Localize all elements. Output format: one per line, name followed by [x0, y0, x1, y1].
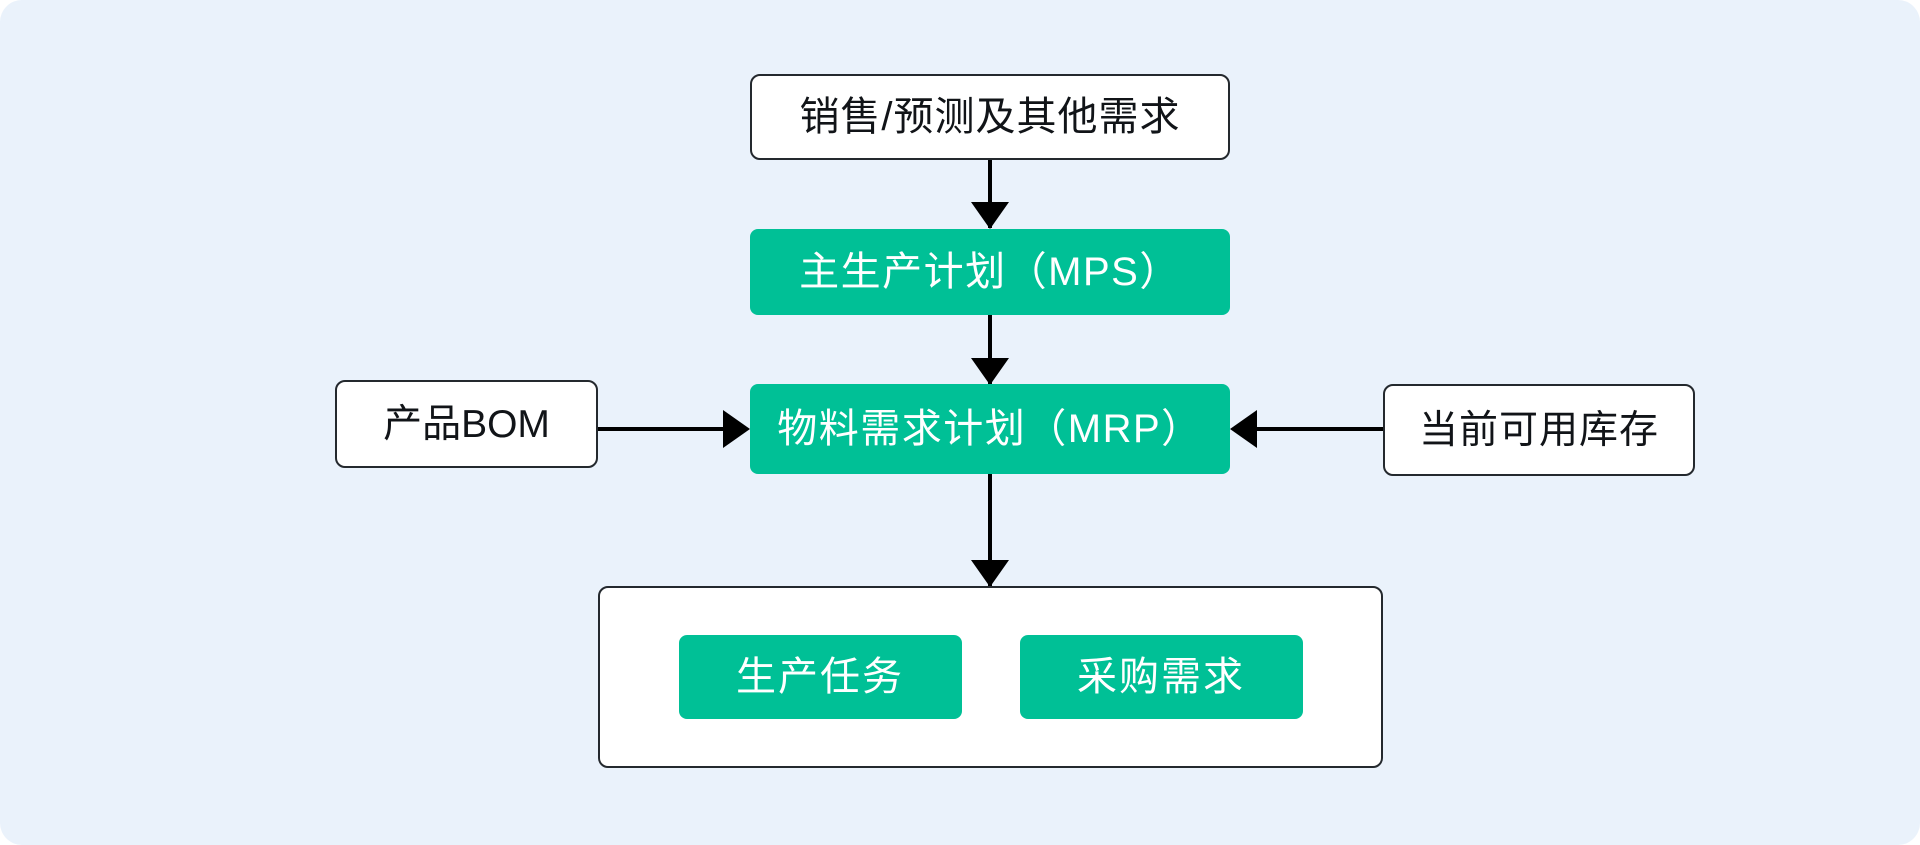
connector-bom-to-mrp-line	[598, 427, 726, 431]
node-material-requirements-planning[interactable]: 物料需求计划（MRP）	[750, 384, 1230, 474]
node-sales-forecast-demand-label: 销售/预测及其他需求	[799, 95, 1181, 139]
output-chip-production-task[interactable]: 生产任务	[678, 635, 962, 719]
node-master-production-schedule[interactable]: 主生产计划（MPS）	[750, 229, 1230, 315]
connector-demand-to-mps-line	[988, 160, 992, 228]
node-master-production-schedule-label: 主生产计划（MPS）	[799, 250, 1181, 294]
node-current-available-inventory-label: 当前可用库存	[1418, 408, 1659, 452]
node-current-available-inventory[interactable]: 当前可用库存	[1383, 384, 1695, 476]
connector-mrp-to-outputs-line	[988, 474, 992, 586]
output-chip-purchase-requirement[interactable]: 采购需求	[1019, 635, 1303, 719]
connector-mrp-to-outputs-arrowhead	[971, 560, 1009, 587]
connector-mps-to-mrp-line	[988, 315, 992, 385]
connector-bom-to-mrp-arrowhead	[723, 410, 750, 448]
connector-inventory-to-mrp-line	[1257, 427, 1383, 431]
connector-mps-to-mrp-arrowhead	[971, 358, 1009, 385]
output-group-container: 生产任务 采购需求	[598, 586, 1383, 768]
node-product-bom-label: 产品BOM	[383, 402, 550, 446]
node-sales-forecast-demand[interactable]: 销售/预测及其他需求	[750, 74, 1230, 160]
connector-demand-to-mps-arrowhead	[971, 202, 1009, 229]
connector-inventory-to-mrp-arrowhead	[1230, 410, 1257, 448]
node-product-bom[interactable]: 产品BOM	[335, 380, 598, 468]
output-chip-production-task-label: 生产任务	[736, 655, 904, 699]
node-material-requirements-planning-label: 物料需求计划（MRP）	[777, 407, 1203, 451]
output-chip-purchase-requirement-label: 采购需求	[1077, 655, 1245, 699]
